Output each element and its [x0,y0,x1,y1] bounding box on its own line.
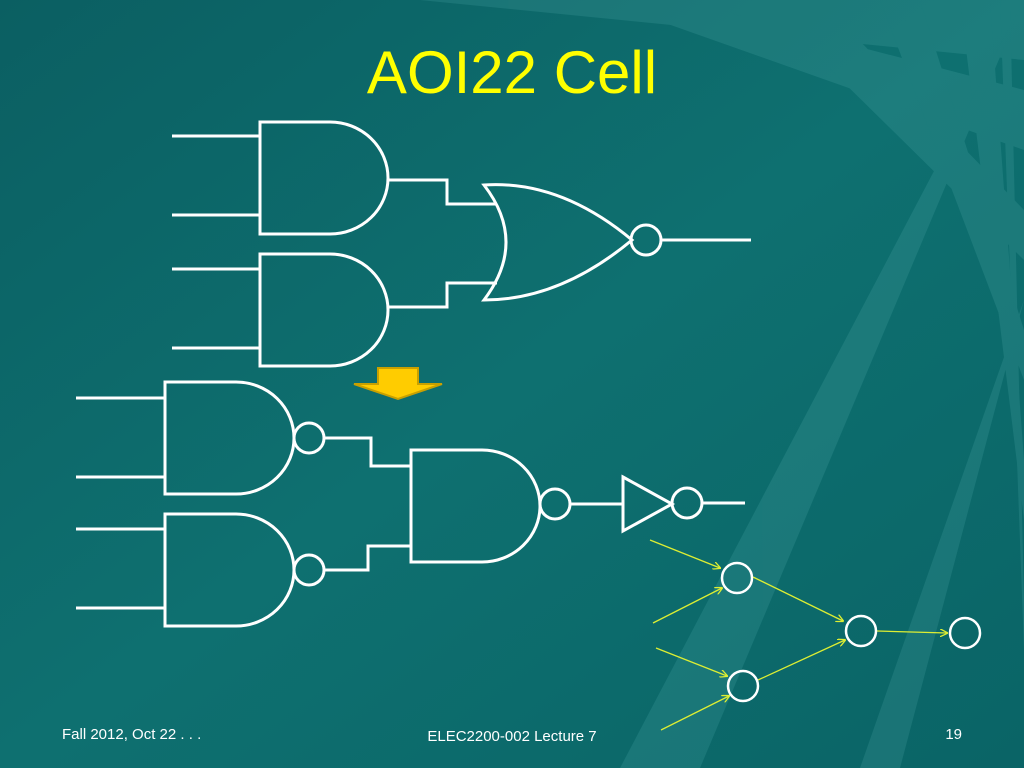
graph-edge [655,647,727,676]
wire-and2-to-nor [388,281,497,309]
graph-node [948,616,982,650]
down-arrow [353,367,443,401]
graph-edge [752,576,843,621]
graph-node [844,614,878,648]
top-circuit [172,120,751,368]
graph-edge [660,696,729,731]
and-gate-top [172,120,390,236]
wire-and1-to-nor [388,178,497,206]
graph-edge [649,539,720,568]
graph-edge [876,631,947,633]
inverter-gate [621,474,745,534]
graph-edge [757,640,845,681]
nand-gate-right [409,448,572,564]
tree-graph [649,539,982,731]
and-gate-bottom [172,252,390,368]
bottom-circuit [76,380,745,628]
wire-nand2-to-nand [325,544,411,572]
footer-course: ELEC2200-002 Lecture 7 [427,728,597,745]
footer-date: Fall 2012, Oct 22 . . . [62,726,202,743]
nand-gate-top [76,380,326,496]
graph-node [720,561,754,595]
nand-gate-bottom [76,512,326,628]
nor-gate [480,183,751,302]
graph-edge [652,588,722,624]
graph-node [726,669,760,703]
footer-page-number: 19 [945,726,962,743]
slide-title: AOI22 Cell [366,39,658,106]
wire-nand1-to-nand [325,436,411,468]
